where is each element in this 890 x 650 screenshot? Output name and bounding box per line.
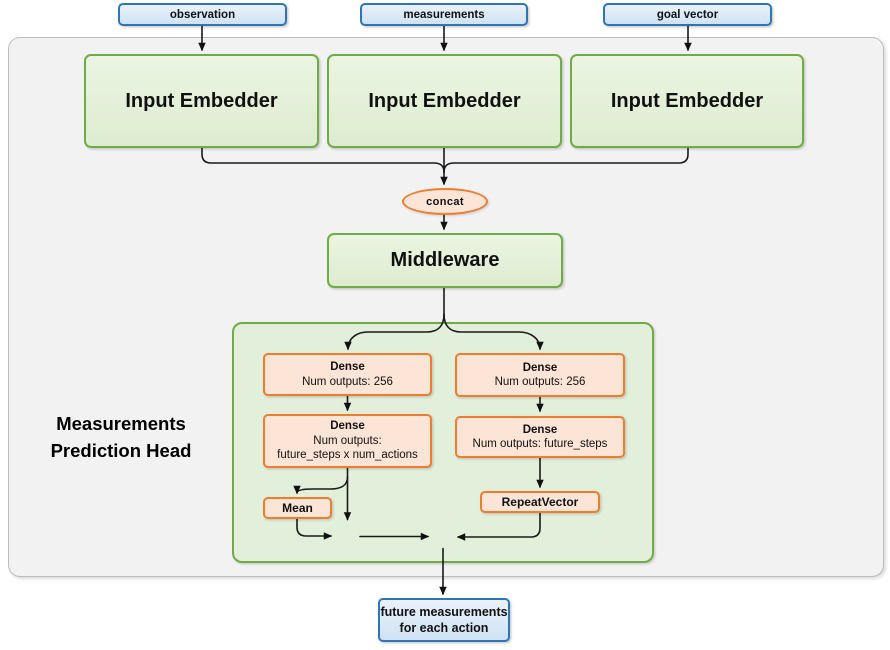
dense-left-1: Dense Num outputs: 256 bbox=[263, 353, 432, 396]
dense-left-2-subtitle2: future_steps x num_actions bbox=[277, 449, 418, 462]
dense-left-2-subtitle: Num outputs: bbox=[313, 434, 382, 447]
mean-label: Mean bbox=[282, 501, 313, 515]
dense-right-2: Dense Num outputs: future_steps bbox=[455, 416, 625, 458]
dense-right-2-title: Dense bbox=[522, 423, 558, 436]
concat-node: concat bbox=[402, 188, 488, 215]
dense-right-1-title: Dense bbox=[522, 361, 558, 374]
dense-left-1-title: Dense bbox=[330, 361, 365, 373]
input-node-observation-label: observation bbox=[169, 8, 236, 21]
head-title: Measurements Prediction Head bbox=[20, 410, 222, 464]
head-title-line2: Prediction Head bbox=[50, 440, 192, 461]
input-embedder-3: Input Embedder bbox=[570, 54, 804, 148]
input-node-measurements-label: measurements bbox=[403, 8, 485, 21]
dense-left-1-subtitle: Num outputs: 256 bbox=[302, 375, 393, 388]
mean-node: Mean bbox=[263, 497, 332, 519]
input-node-observation: observation bbox=[118, 3, 287, 26]
input-embedder-3-label: Input Embedder bbox=[610, 89, 764, 112]
output-node: future measurements for each action bbox=[378, 598, 510, 642]
input-embedder-1-label: Input Embedder bbox=[125, 89, 278, 112]
input-embedder-1: Input Embedder bbox=[84, 54, 319, 148]
dense-right-1: Dense Num outputs: 256 bbox=[455, 353, 625, 397]
input-embedder-2-label: Input Embedder bbox=[368, 89, 521, 112]
input-node-measurements: measurements bbox=[360, 3, 528, 26]
dense-right-1-subtitle: Num outputs: 256 bbox=[494, 376, 586, 388]
input-node-goal-vector: goal vector bbox=[603, 3, 772, 26]
input-node-goal-vector-label: goal vector bbox=[656, 8, 719, 21]
concat-label: concat bbox=[426, 195, 464, 208]
dense-right-2-subtitle: Num outputs: future_steps bbox=[472, 438, 608, 450]
dense-left-2: Dense Num outputs: future_steps x num_ac… bbox=[263, 414, 432, 468]
repeat-vector-node: RepeatVector bbox=[480, 491, 600, 513]
output-node-line1: future measurements bbox=[380, 605, 508, 619]
middleware-label: Middleware bbox=[390, 249, 500, 271]
output-node-line2: for each action bbox=[399, 621, 489, 635]
input-embedder-2: Input Embedder bbox=[327, 54, 562, 148]
dense-left-2-title: Dense bbox=[330, 420, 365, 433]
repeat-vector-label: RepeatVector bbox=[501, 495, 579, 509]
head-title-line1: Measurements bbox=[56, 413, 186, 434]
middleware-node: Middleware bbox=[327, 233, 563, 288]
